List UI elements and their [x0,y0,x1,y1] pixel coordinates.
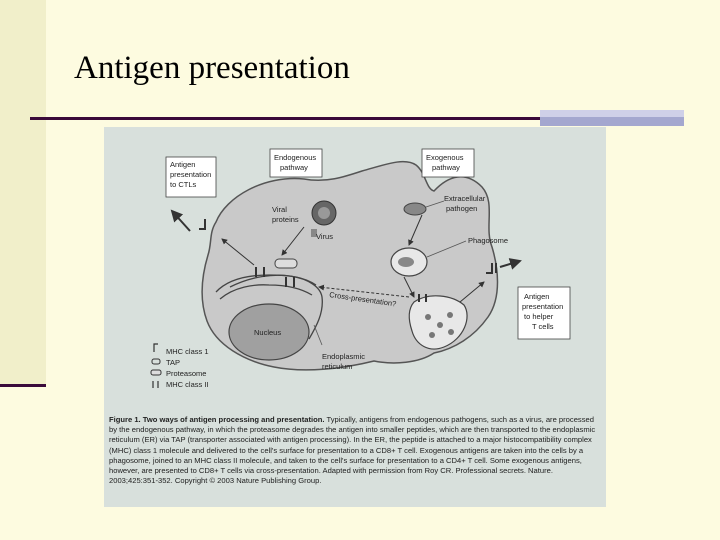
caption-lead: Figure 1. Two ways of antigen processing… [109,415,325,424]
er-membrane-2 [219,284,313,300]
legend-tap: TAP [166,358,180,367]
antigen-diagram-figure: Antigen presentation to CTLs Endogenous … [104,127,606,507]
peptide-dot [429,332,435,338]
legend-mhc1: MHC class 1 [166,347,209,356]
peptide-dot [425,314,431,320]
arrow-compartment-to-surface [459,281,485,303]
title-rule-accent [540,117,684,126]
tap-in-er [255,267,265,277]
peptide-dot [437,322,443,328]
box-ctl-text: Antigen presentation to CTLs [170,160,213,189]
caption-body: Typically, antigens from endogenous path… [109,415,596,486]
figure-caption: Figure 1. Two ways of antigen processing… [109,415,601,486]
box-exogenous-text: Exogenous pathway [426,153,466,172]
label-nucleus: Nucleus [254,328,281,337]
label-extracellular-pathogen: Extracellular pathogen [444,194,487,213]
arrow-cross-presentation [318,284,410,298]
endosome-compartment [408,295,468,350]
legend-mhc1-icon [153,343,158,352]
peptide-dot [448,329,454,335]
box-helper-text: Antigen presentation to helper T cells [522,292,565,331]
callout-phagosome [426,240,467,258]
box-endogenous [269,148,323,178]
legend-tap-icon [151,358,161,365]
title-rule-accent-light [540,110,684,117]
legend-mhc2-icon [152,381,159,388]
viral-protein-fragment [311,229,317,237]
arrow-to-ctl [170,209,191,232]
legend-proteasome-icon [150,369,162,376]
label-viral-proteins: Viral proteins [272,205,299,224]
phagosome-pathogen [398,257,414,267]
mhc-class-2-compartment [418,294,427,302]
mhc-class-1-er [285,277,295,287]
legend-proteasome: Proteasome [166,369,206,378]
antigen-diagram: Antigen presentation to CTLs Endogenous … [150,148,571,389]
label-er: Endoplasmic reticulum [322,352,367,371]
arrow-phagosome-to-compartment [403,276,415,298]
mhc-class-2-surface [486,263,497,274]
slide-title: Antigen presentation [74,50,350,86]
proteasome [274,258,298,269]
nucleus [228,303,310,361]
callout-er [313,324,323,346]
arrow-er-to-surface [221,238,255,266]
label-phagosome: Phagosome [468,236,508,245]
box-ctl [165,156,217,198]
arrow-to-helper [499,258,522,270]
box-exogenous [421,148,475,178]
peptide-dot [447,312,453,318]
extracellular-pathogen [403,202,427,216]
box-endogenous-text: Endogenous pathway [274,153,318,172]
title-rule [30,117,540,120]
left-accent-band [0,0,46,384]
arrow-endogenous [281,226,305,256]
arrow-pathogen-to-phagosome [408,214,423,246]
box-helper [517,286,571,340]
virus-core [318,207,330,219]
label-virus: Virus [316,232,333,241]
left-accent-bar [0,384,46,387]
legend-mhc2: MHC class II [166,380,209,389]
mhc-class-1-surface [199,219,206,230]
callout-pathogen [425,200,445,208]
